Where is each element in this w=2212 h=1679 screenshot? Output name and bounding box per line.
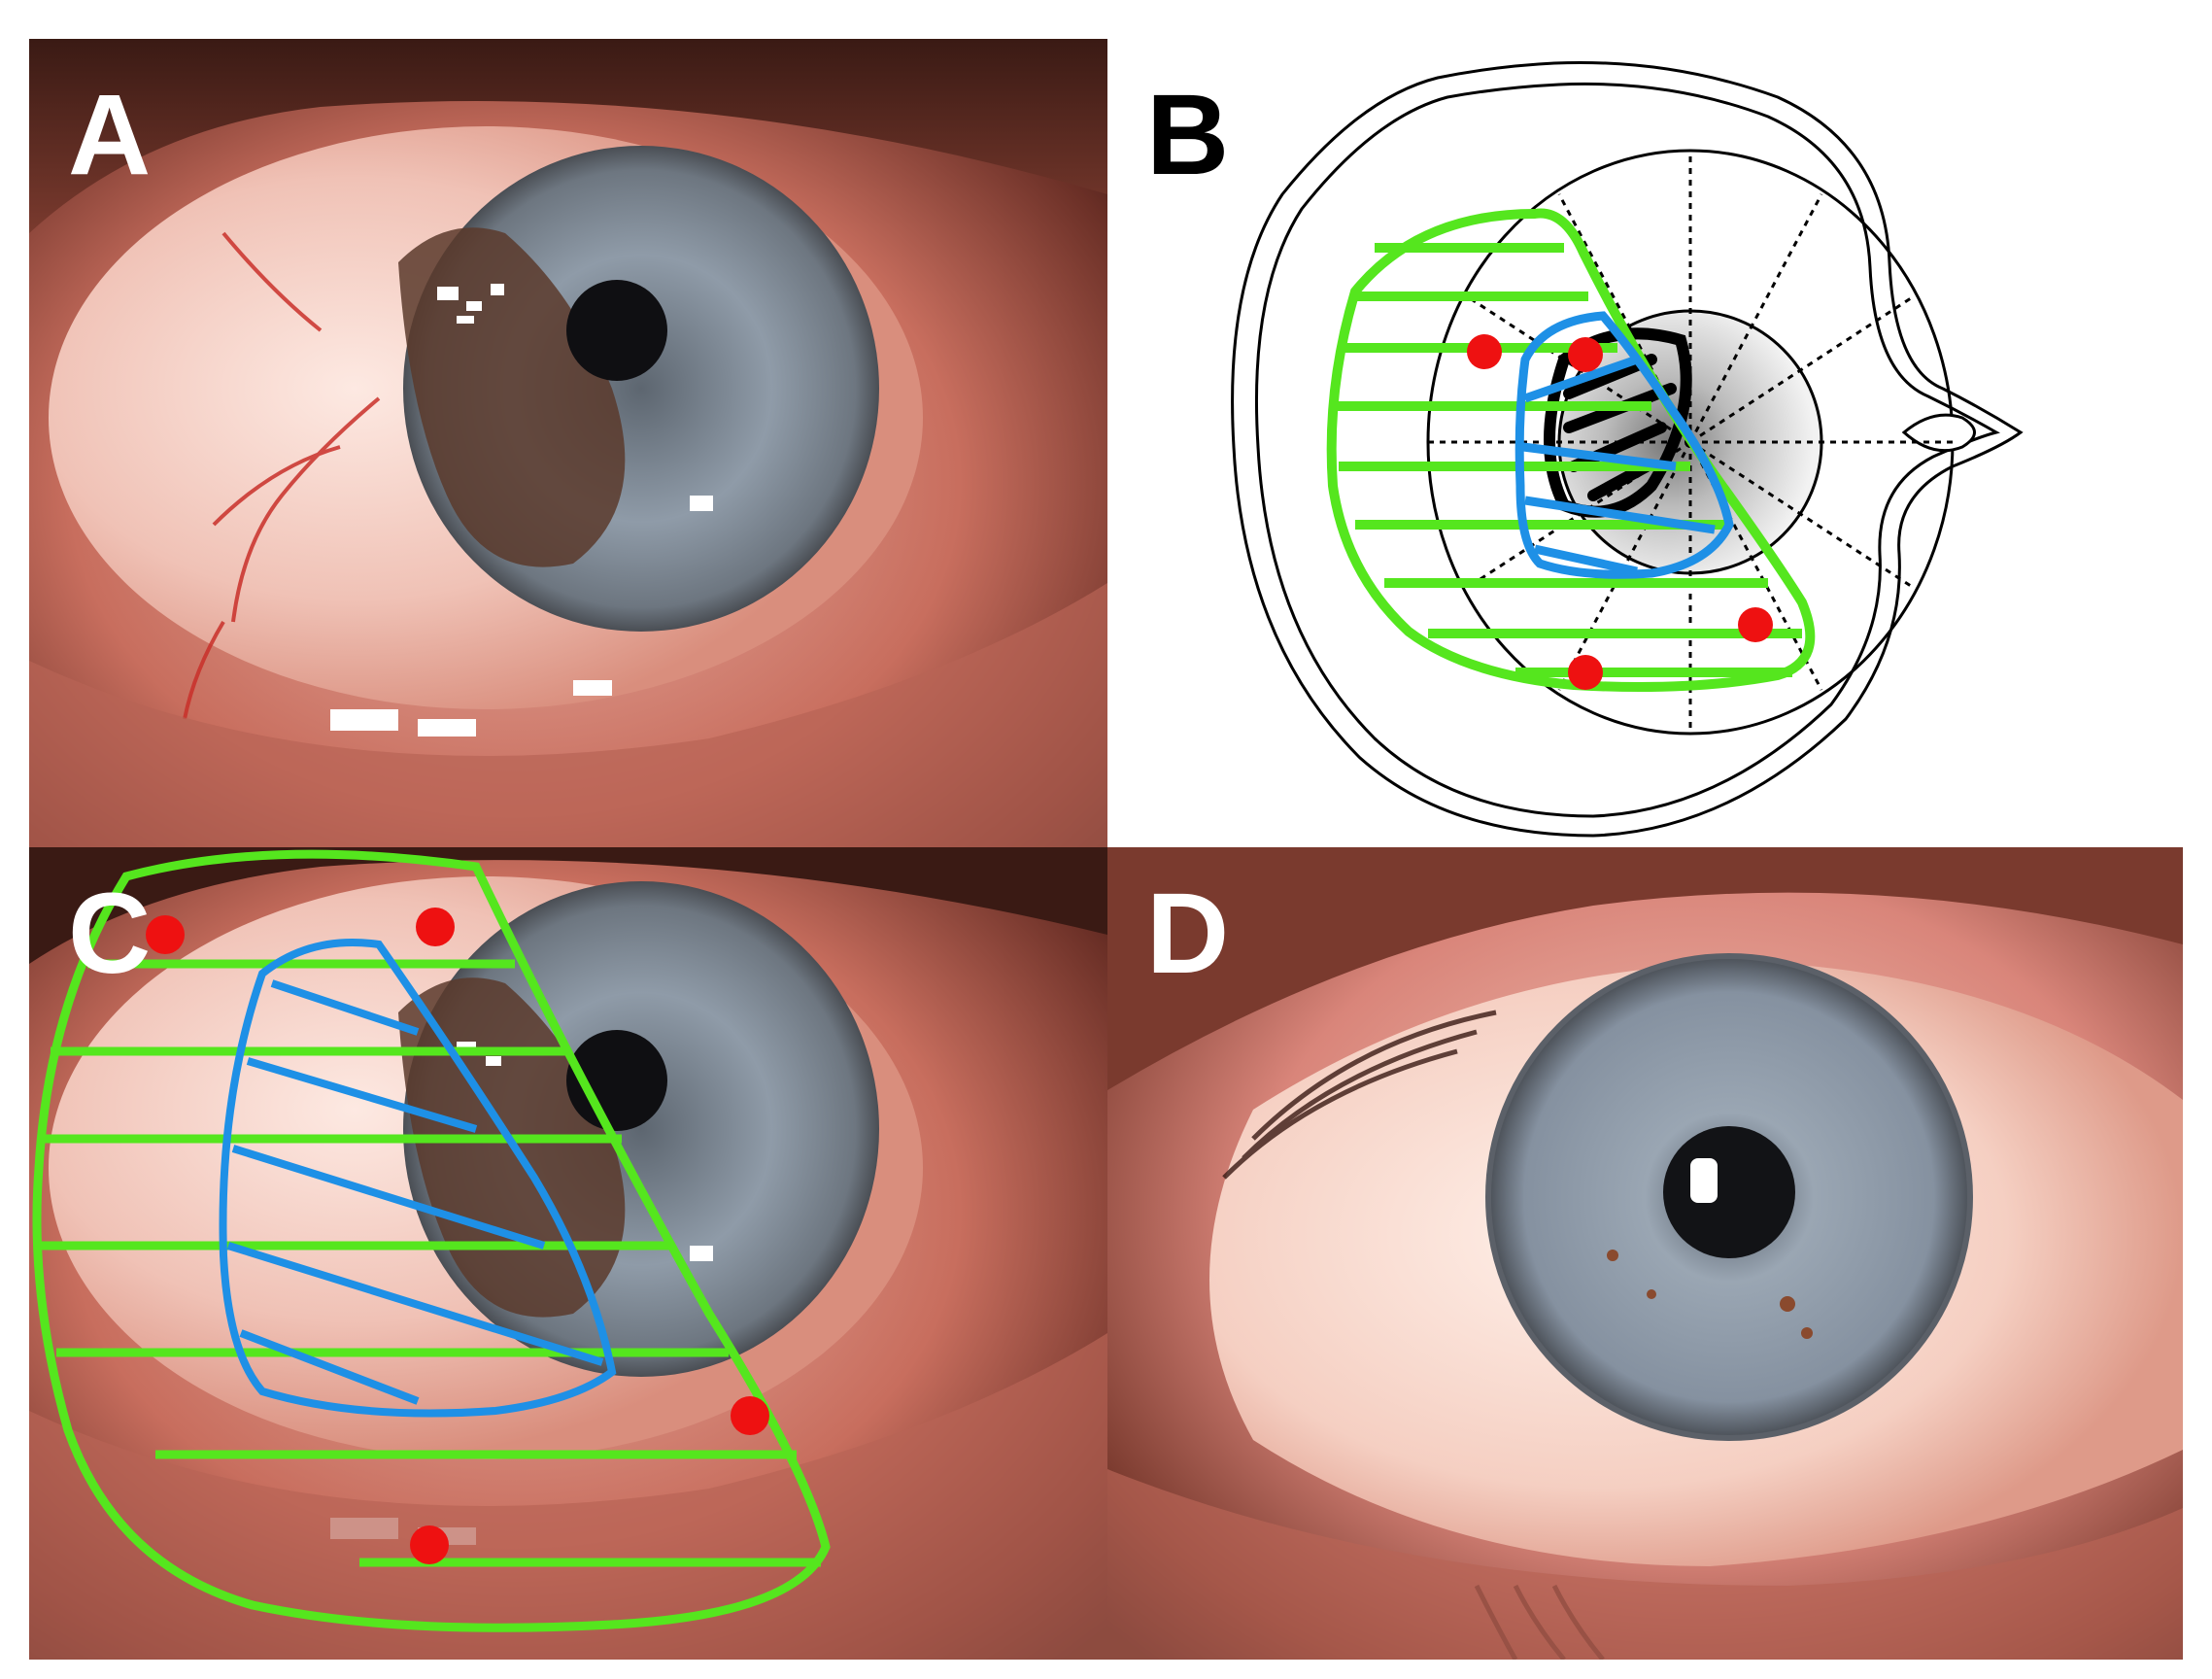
red-marker-c-3 xyxy=(731,1396,769,1435)
red-marker-c-1 xyxy=(146,915,185,954)
eye-schematic-b xyxy=(1231,60,2024,838)
red-marker-c-2 xyxy=(416,908,455,946)
green-outline xyxy=(1326,208,1816,693)
panel-label-a: A xyxy=(68,71,152,199)
panel-label-d: D xyxy=(1146,870,1230,998)
panel-a: A xyxy=(29,39,1107,847)
panel-label-b: B xyxy=(1146,71,1230,199)
blue-outline-c xyxy=(219,939,617,1418)
panel-c: C xyxy=(29,847,1107,1660)
panel-b: B xyxy=(1107,39,2183,847)
red-markers xyxy=(1467,334,1773,690)
red-marker-c-4 xyxy=(410,1525,449,1564)
outer-lid-contour xyxy=(1231,60,2024,838)
red-marker-2 xyxy=(1568,337,1603,372)
red-marker-1 xyxy=(1467,334,1502,369)
red-markers-c xyxy=(146,908,769,1564)
inner-lid-contour xyxy=(1254,82,2000,818)
blue-hatch xyxy=(1522,355,1716,576)
eye-photo-c xyxy=(29,847,1107,1660)
blue-hatch-c xyxy=(226,979,604,1405)
red-marker-3 xyxy=(1738,607,1773,642)
red-marker-4 xyxy=(1568,655,1603,690)
green-outline-c xyxy=(32,849,831,1632)
panel-d: D xyxy=(1107,847,2183,1660)
panel-label-c: C xyxy=(68,870,152,998)
blue-outline xyxy=(1514,311,1734,579)
eye-photo-d xyxy=(1107,847,2183,1660)
caruncle xyxy=(1901,413,1976,453)
eye-photo-a xyxy=(29,39,1107,847)
